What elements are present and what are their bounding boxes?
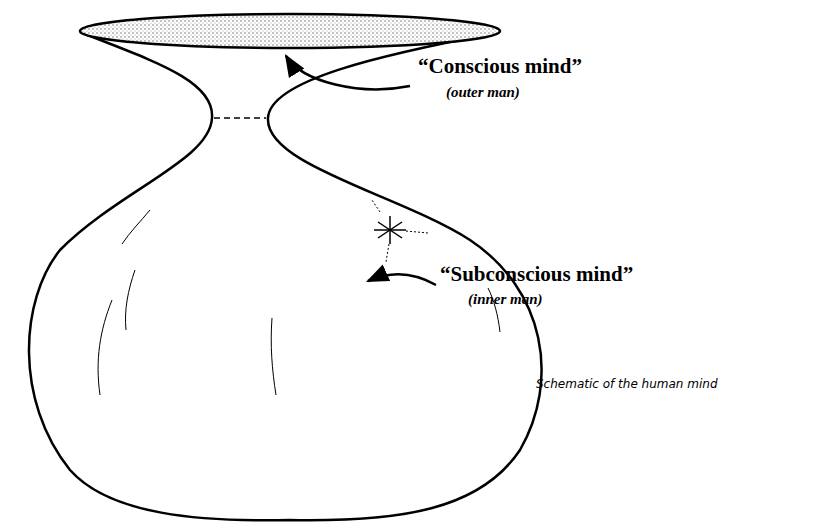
region-sublabel: (outer man) [446,84,520,101]
sparkle-ray [374,229,406,231]
sparkle-ray [372,200,380,212]
shading-stroke [125,270,135,330]
sparkle-mark [372,200,428,262]
shading-stroke [271,318,276,395]
shading-strokes [98,210,500,395]
leader-arrow [286,56,410,89]
shading-stroke [122,210,150,244]
region-label: “Conscious mind” [418,54,582,79]
region-sublabel: (inner man) [468,291,543,308]
vase-rim [80,14,500,48]
neck-divider [214,117,266,119]
leader-arrow [368,274,436,285]
region-label: “Subconscious mind” [440,262,633,287]
sparkle-ray [386,244,389,262]
figure-caption: Schematic of the human mind [536,377,718,391]
shading-stroke [98,300,112,395]
sparkle-ray [406,231,428,233]
